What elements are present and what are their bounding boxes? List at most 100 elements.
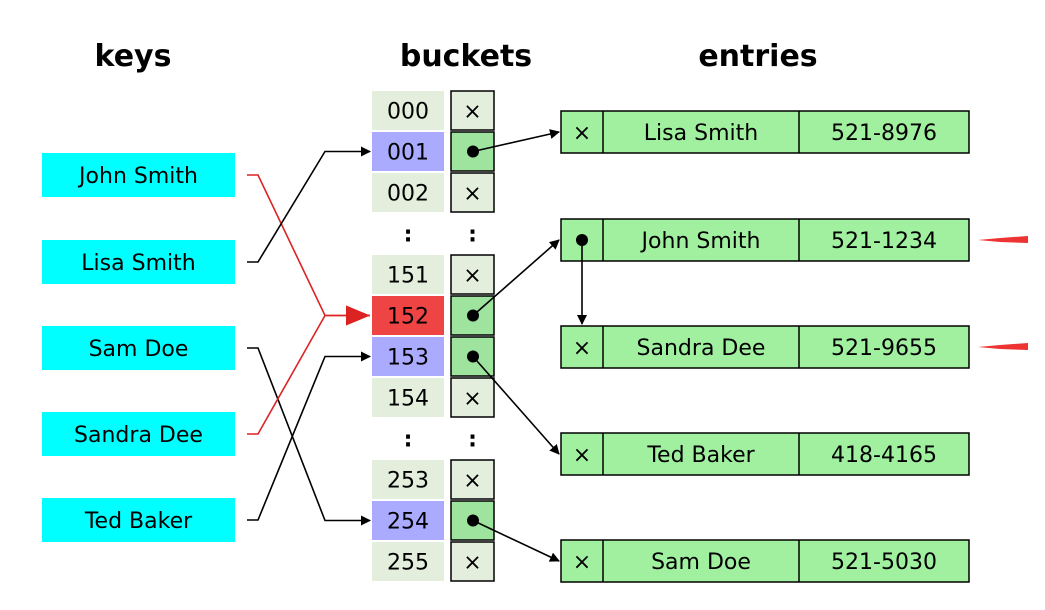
bucket-index-label: 000 (387, 100, 429, 125)
key-label: Ted Baker (84, 509, 193, 534)
key-box (42, 240, 235, 284)
key-sandra-dee: Sandra Dee (42, 412, 235, 456)
key-label: John Smith (77, 164, 198, 189)
null-pointer-icon: × (573, 336, 591, 361)
entry-name: John Smith (640, 229, 761, 254)
key-sam-doe: Sam Doe (42, 326, 235, 370)
ellipsis-index: : (404, 428, 413, 453)
key-label: Sandra Dee (74, 423, 203, 448)
bucket-index-label: 154 (387, 387, 429, 412)
key-lisa-smith: Lisa Smith (42, 240, 235, 284)
entry-name: Sandra Dee (637, 336, 766, 361)
bucket-000: 000 × (372, 90, 495, 131)
null-pointer-icon: × (573, 121, 591, 146)
key-john-smith: John Smith (42, 153, 235, 197)
entry-box (560, 218, 970, 262)
collision-arrow-icon (978, 343, 1028, 350)
mapping-lines (247, 146, 371, 526)
entry-value: 521-1234 (831, 229, 937, 254)
bucket-index-cell (372, 173, 444, 212)
null-pointer-icon: × (463, 182, 481, 207)
key-label: Sam Doe (89, 337, 189, 362)
pointer-254-to-sam-doe (472, 519, 560, 562)
entry-john-smith: John Smith 521-1234 (560, 218, 970, 262)
bucket-index-cell (372, 132, 444, 171)
bucket-index-cell (372, 296, 444, 335)
bucket-index-label: 253 (387, 469, 429, 494)
bucket-153: 153 (372, 336, 495, 377)
pointer-arrows (472, 129, 587, 562)
mapping-lisa-smith-to-001 (247, 146, 371, 263)
entry-name: Sam Doe (651, 550, 751, 575)
bucket-ellipsis: :: (404, 223, 477, 248)
mapping-sam-doe-to-254 (247, 347, 371, 526)
null-pointer-icon: × (463, 100, 481, 125)
key-box (42, 412, 235, 456)
bucket-254: 254 (372, 500, 495, 541)
bucket-index-label: 153 (387, 346, 429, 371)
bucket-index-cell (372, 542, 444, 581)
entry-value: 521-9655 (831, 336, 937, 361)
entry-name: Lisa Smith (644, 121, 758, 146)
null-pointer-icon: × (573, 443, 591, 468)
mapping-sandra-dee-to-152 (247, 314, 370, 435)
bucket-index-label: 255 (387, 551, 429, 576)
pointer-152-to-john-smith (472, 239, 560, 317)
ellipsis-index: : (404, 223, 413, 248)
mapping-ted-baker-to-153 (247, 351, 371, 521)
mapping-arrowhead-icon (346, 305, 370, 326)
entry-box (560, 539, 970, 583)
bucket-slot (450, 459, 495, 500)
bucket-154: 154 × (372, 377, 495, 418)
entry-lisa-smith: × Lisa Smith 521-8976 (560, 110, 970, 154)
bucket-255: 255 × (372, 541, 495, 582)
bucket-index-cell (372, 255, 444, 294)
bucket-index-label: 001 (387, 141, 429, 166)
null-pointer-icon: × (463, 264, 481, 289)
bucket-001: 001 (372, 131, 495, 172)
bucket-slot (450, 172, 495, 213)
null-pointer-icon: × (463, 387, 481, 412)
entry-box (560, 432, 970, 476)
keys-header: keys (95, 39, 172, 74)
key-label: Lisa Smith (81, 251, 195, 276)
key-box (42, 326, 235, 370)
entry-name: Ted Baker (646, 443, 755, 468)
pointer-001-to-lisa-smith (472, 129, 560, 153)
bucket-slot (450, 254, 495, 295)
bucket-002: 002× (372, 172, 495, 213)
bucket-152: 152 (372, 295, 495, 336)
bucket-index-label: 151 (387, 264, 429, 289)
bucket-index-cell (372, 460, 444, 499)
entry-sandra-dee: × Sandra Dee 521-9655 (560, 325, 970, 369)
bucket-index-cell (372, 337, 444, 376)
buckets-header: buckets (400, 39, 532, 74)
bucket-151: 151 × (372, 254, 495, 295)
key-box (42, 498, 235, 542)
entry-value: 521-5030 (831, 550, 937, 575)
ellipsis-slot: : (468, 428, 477, 453)
bucket-index-cell (372, 91, 444, 130)
entry-value: 418-4165 (831, 443, 937, 468)
key-ted-baker: Ted Baker (42, 498, 235, 542)
collision-arrow-icon (978, 236, 1028, 243)
bucket-index-label: 152 (387, 305, 429, 330)
entry-ted-baker: × Ted Baker 418-4165 (560, 432, 970, 476)
bucket-slot (450, 541, 495, 582)
null-pointer-icon: × (573, 550, 591, 575)
bucket-slot (450, 377, 495, 418)
bucket-index-label: 254 (387, 510, 429, 535)
key-box (42, 153, 235, 197)
bucket-ellipsis: :: (404, 428, 477, 453)
null-pointer-icon: × (463, 469, 481, 494)
entry-box (560, 325, 970, 369)
collision-markers (978, 236, 1028, 350)
entry-value: 521-8976 (831, 121, 937, 146)
bucket-index-cell (372, 501, 444, 540)
null-pointer-icon: × (463, 551, 481, 576)
entries-header: entries (698, 39, 817, 74)
